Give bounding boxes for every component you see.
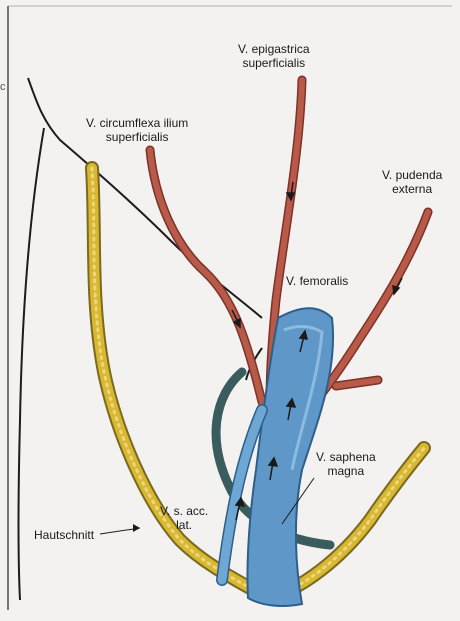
label-hautschnitt: Hautschnitt [34, 528, 94, 542]
label-femoralis: V. femoralis [286, 274, 348, 288]
arrow-pudenda [393, 286, 399, 294]
label-circumflexa-line2: superficialis [86, 130, 188, 144]
label-saphena-line2: magna [316, 464, 376, 478]
label-pudenda: V. pudenda externa [382, 168, 442, 196]
label-acc-lat-line1: V. s. acc. [160, 504, 208, 518]
skin-outline-upper [28, 78, 262, 318]
edge-mark-label: c [0, 80, 6, 94]
label-epigastrica-line2: superficialis [238, 56, 310, 70]
label-saphena: V. saphena magna [316, 450, 376, 478]
label-pudenda-line1: V. pudenda [382, 168, 442, 182]
label-acc-lat: V. s. acc. lat. [160, 504, 208, 532]
label-acc-lat-line2: lat. [160, 518, 208, 532]
label-circumflexa-line1: V. circumflexa ilium [86, 116, 188, 130]
label-epigastrica-line1: V. epigastrica [238, 42, 310, 56]
label-saphena-line1: V. saphena [316, 450, 376, 464]
label-pudenda-line2: externa [382, 182, 442, 196]
leader-hautschnitt-arrowhead [133, 524, 140, 532]
label-epigastrica: V. epigastrica superficialis [238, 42, 310, 70]
vein-circumflexa [150, 150, 262, 402]
label-circumflexa: V. circumflexa ilium superficialis [86, 116, 188, 144]
